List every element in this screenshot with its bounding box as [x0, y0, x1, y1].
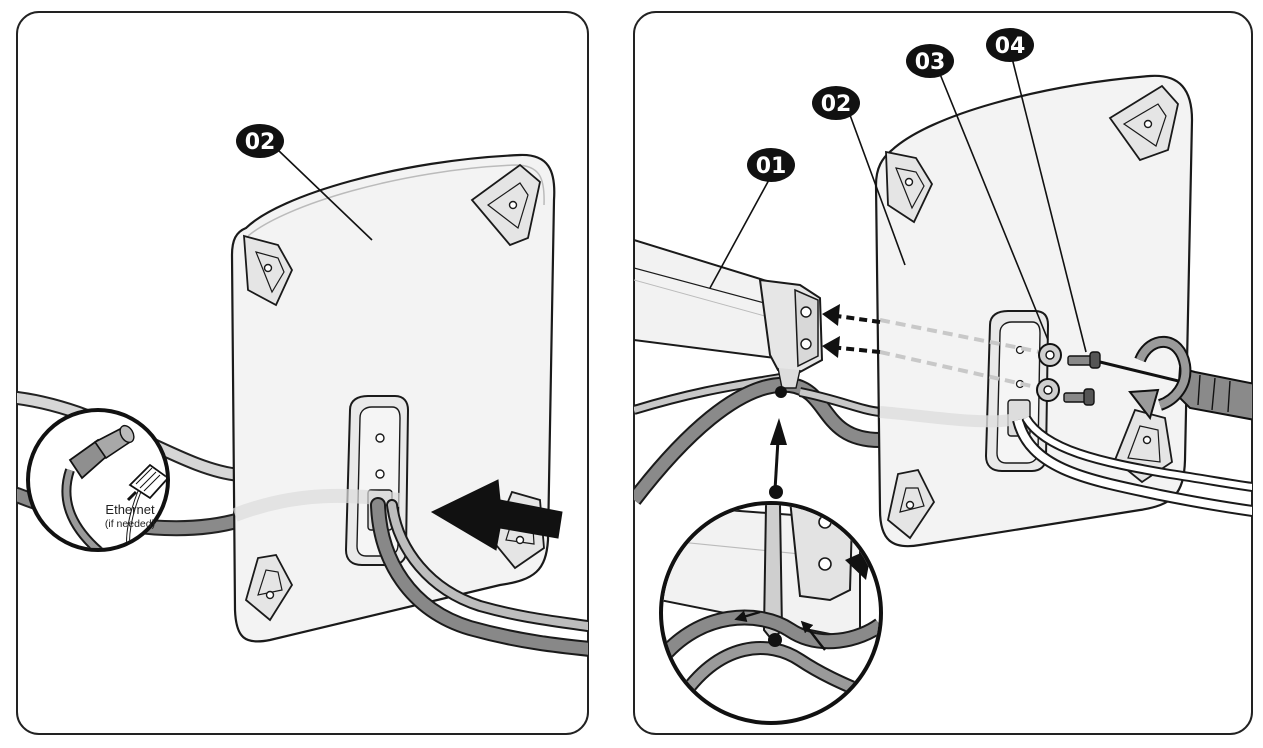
right-panel: 01 02 03 04: [633, 11, 1253, 735]
cable-routing-inset: [659, 501, 883, 725]
mount-foot: [243, 234, 294, 307]
callout-02-right: 02: [812, 86, 906, 266]
mount-arm: [634, 238, 824, 389]
mount-foot: [1108, 84, 1179, 162]
mount-foot: [885, 150, 934, 224]
mount-foot: [887, 468, 936, 540]
washer-03: [1036, 343, 1062, 402]
callout-03: 03: [906, 44, 1049, 341]
left-power-cables: [370, 497, 588, 658]
insert-direction-arrow: [430, 479, 563, 551]
ethernet-label: Ethernet: [105, 502, 155, 517]
ethernet-inset: Ethernet (if needed): [26, 408, 170, 552]
callout-label: 04: [995, 34, 1026, 59]
callout-label: 02: [245, 130, 276, 155]
callout-label: 02: [821, 92, 852, 117]
callout-label: 01: [756, 154, 787, 179]
callout-04: 04: [986, 28, 1087, 353]
mount-foot: [244, 554, 294, 622]
left-panel: Ethernet (if needed) 02: [16, 11, 589, 735]
screw-04: [1063, 351, 1101, 406]
rotate-clockwise-arrow: [1128, 335, 1192, 421]
alignment-guides: [879, 318, 1041, 390]
alignment-arrows: [822, 304, 881, 358]
callout-02-left: 02: [236, 124, 373, 241]
power-plug-icon: [68, 424, 135, 480]
ethernet-plug-icon: [126, 463, 166, 502]
detail-pointer: [769, 386, 787, 499]
mount-foot: [470, 163, 541, 247]
ethernet-note: (if needed): [105, 518, 155, 530]
callout-label: 03: [915, 50, 946, 75]
right-power-cables: [879, 406, 1252, 518]
callout-01: 01: [709, 148, 795, 289]
